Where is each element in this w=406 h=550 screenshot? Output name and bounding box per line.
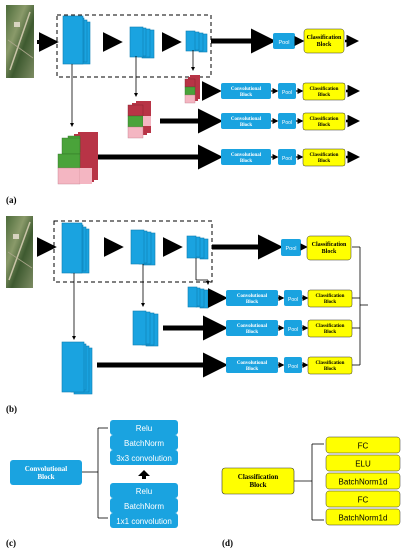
satellite-image-a xyxy=(6,5,34,78)
feature-stack-2a xyxy=(129,26,155,59)
pool-box xyxy=(278,113,296,129)
layer-batchnorm-upper: BatchNorm xyxy=(124,439,164,448)
panel-label-a: (a) xyxy=(6,195,17,205)
pool-label: Pool xyxy=(285,246,296,252)
conv-detail-bracket xyxy=(82,427,108,519)
merge-bracket xyxy=(352,246,368,366)
satellite-image-b xyxy=(6,216,33,288)
feature-stack-2b-branch xyxy=(132,310,159,347)
conv-block-detail xyxy=(10,460,82,485)
layer-box xyxy=(110,483,178,498)
pool-label: Pool xyxy=(288,327,298,333)
pool-box xyxy=(284,290,302,306)
conv-block xyxy=(226,290,278,306)
layer-batchnorm1d-2: BatchNorm1d xyxy=(339,514,388,523)
pool-label: Pool xyxy=(288,297,298,303)
classification-block xyxy=(302,148,346,167)
layer-box xyxy=(325,472,401,490)
pool-label: Pool xyxy=(282,156,292,162)
classification-block xyxy=(307,356,353,375)
panel-label-c: (c) xyxy=(6,538,16,548)
layer-elu: ELU xyxy=(355,460,371,469)
layer-batchnorm1d-1: BatchNorm1d xyxy=(339,478,388,487)
panel-label-b: (b) xyxy=(6,404,17,414)
cls-detail-bracket xyxy=(294,443,324,521)
conv-block xyxy=(221,83,271,99)
backbone-box xyxy=(53,220,213,283)
pool-box xyxy=(278,83,296,99)
layer-box xyxy=(110,420,178,435)
layer-box xyxy=(110,513,178,528)
pool-box xyxy=(278,149,296,165)
pool-label: Pool xyxy=(282,120,292,126)
layer-conv1x1: 1x1 convolution xyxy=(116,517,172,526)
classification-block xyxy=(306,235,352,261)
backbone-box xyxy=(56,14,212,78)
layer-box xyxy=(325,508,401,526)
feature-stack-3b xyxy=(186,235,209,260)
pool-box xyxy=(273,33,295,49)
layer-batchnorm-lower: BatchNorm xyxy=(124,502,164,511)
feature-stack-1b-branch xyxy=(61,341,93,395)
pool-box xyxy=(284,320,302,336)
layer-fc-2: FC xyxy=(358,496,369,505)
conv-block xyxy=(221,149,271,165)
conv-block xyxy=(226,357,278,373)
layer-box xyxy=(325,436,401,454)
panel-label-d: (d) xyxy=(222,538,233,548)
feature-stack-3b-branch xyxy=(187,286,209,309)
classification-block xyxy=(302,112,346,131)
classification-block xyxy=(307,319,353,338)
classification-block xyxy=(307,289,353,308)
layer-fc-1: FC xyxy=(358,442,369,451)
classification-block xyxy=(302,82,346,101)
layer-box xyxy=(110,435,178,450)
layer-box xyxy=(325,490,401,508)
layer-box xyxy=(325,454,401,472)
conv-block xyxy=(221,113,271,129)
layer-relu-lower: Relu xyxy=(136,487,152,496)
pool-box xyxy=(284,357,302,373)
classification-block xyxy=(303,28,345,54)
feature-stack-2b xyxy=(130,229,156,266)
layer-conv3x3: 3x3 convolution xyxy=(116,454,172,463)
layer-box xyxy=(110,450,178,465)
up-arrow-icon xyxy=(138,470,150,479)
pool-label: Pool xyxy=(278,40,289,46)
feature-stack-3a-split xyxy=(184,75,200,104)
feature-stack-2a-split xyxy=(127,101,151,139)
conv-block xyxy=(226,320,278,336)
pool-label: Pool xyxy=(282,90,292,96)
feature-stack-1b xyxy=(61,222,90,274)
pool-box xyxy=(281,239,301,256)
pool-label: Pool xyxy=(288,364,298,370)
feature-stack-3a xyxy=(185,30,208,53)
feature-stack-1a-split xyxy=(57,132,98,185)
feature-stack-1a xyxy=(62,15,91,65)
layer-relu-upper: Relu xyxy=(136,424,152,433)
layer-box xyxy=(110,498,178,513)
